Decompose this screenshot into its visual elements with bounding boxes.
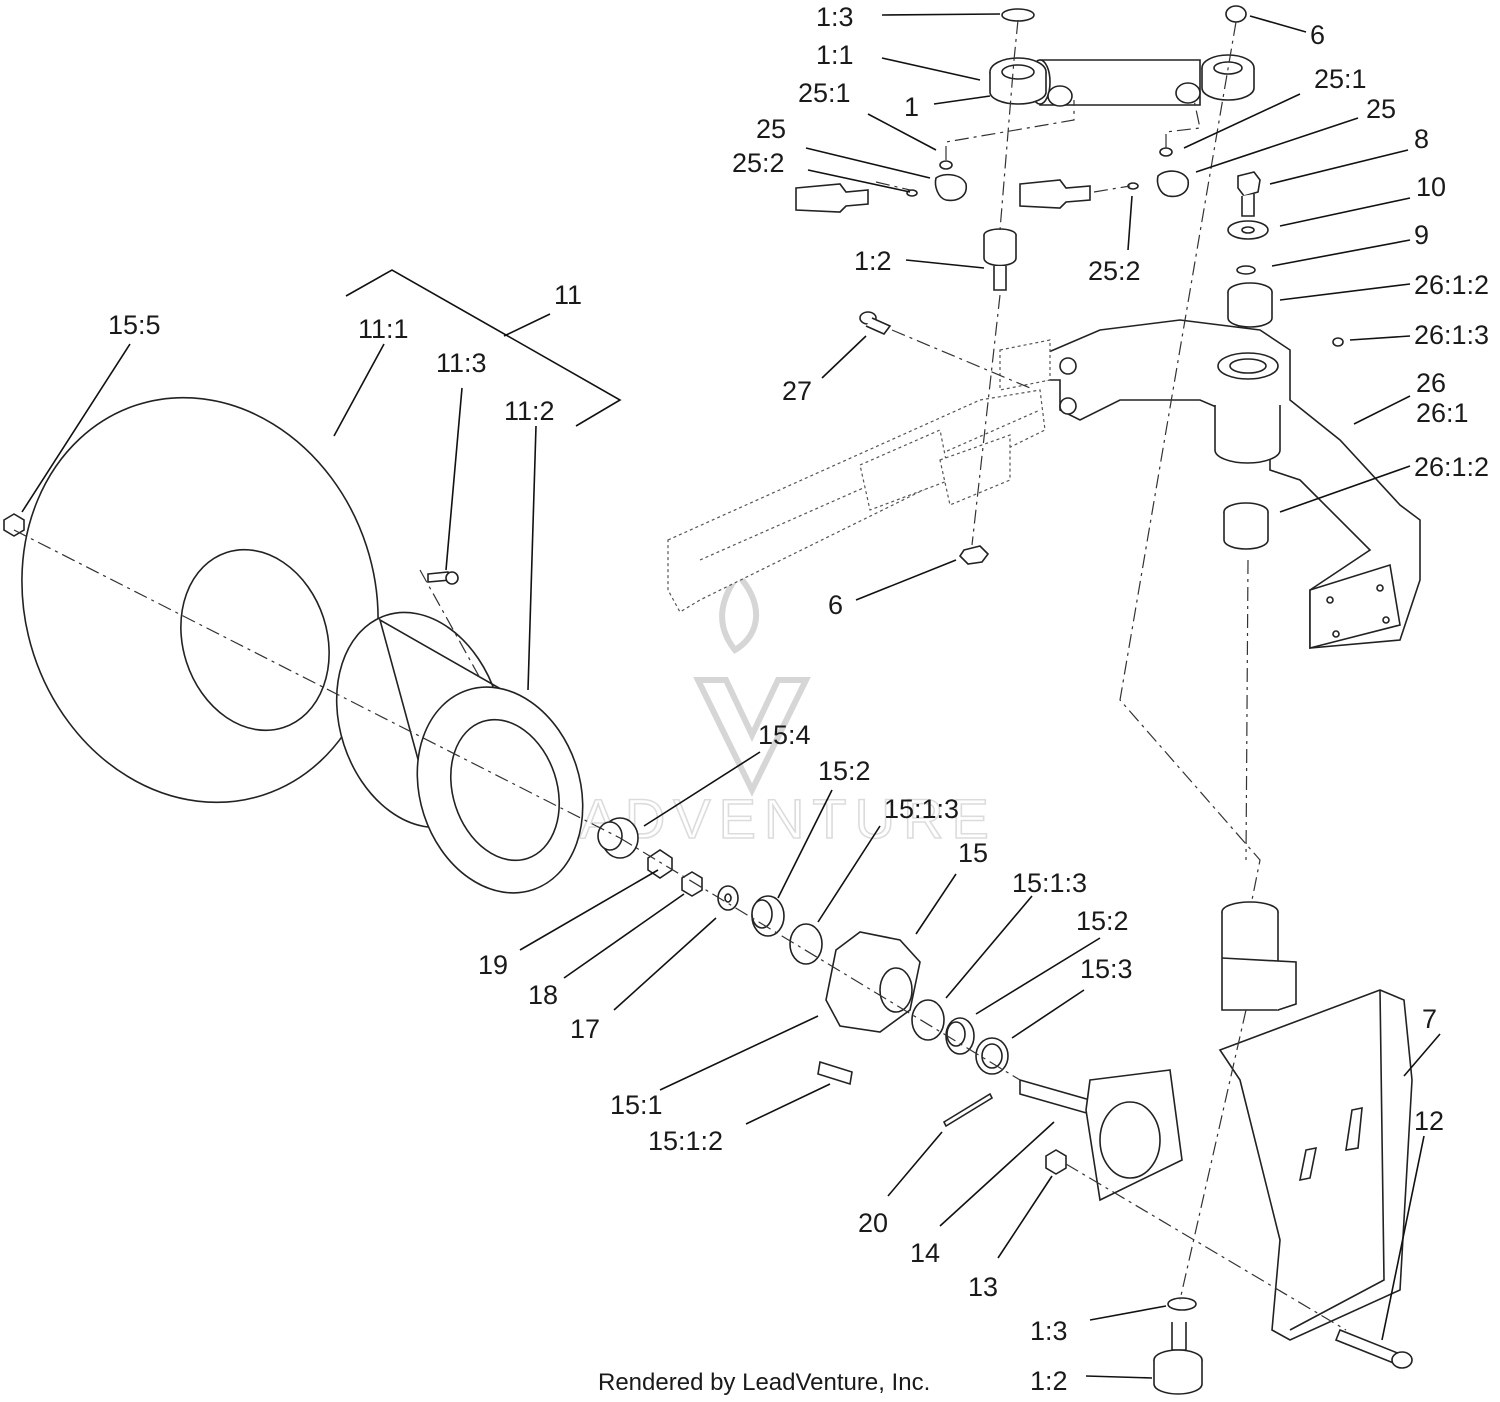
- ball-joint-top: [983, 228, 1017, 291]
- mower-frame: [667, 339, 1051, 613]
- lug-nut: [3, 513, 25, 537]
- callout-1-2-top: 1:2: [854, 246, 892, 276]
- callout-11-3: 11:3: [436, 348, 487, 378]
- bolt-8: [1237, 171, 1261, 217]
- nut-18: [681, 871, 703, 897]
- callout-25-left: 25: [756, 114, 786, 144]
- render-credit: Rendered by LeadVenture, Inc.: [598, 1369, 930, 1396]
- callout-1-1: 1:1: [816, 40, 854, 70]
- spindle-bracket: [1218, 901, 1413, 1341]
- callout-10: 10: [1416, 172, 1446, 202]
- assembly-lines: [13, 19, 1347, 1331]
- callout-25-right: 25: [1366, 94, 1396, 124]
- callout-15-5: 15:5: [108, 310, 161, 340]
- nut-top: [1225, 5, 1247, 23]
- callout-15: 15: [958, 838, 988, 868]
- tire: [21, 396, 379, 804]
- callout-1-3-bottom: 1:3: [1030, 1316, 1068, 1346]
- callout-15-1-3-left: 15:1:3: [884, 794, 959, 824]
- bolt-27: [859, 311, 892, 335]
- bearing-cup-outer: [789, 923, 823, 965]
- callout-25-2-left: 25:2: [732, 148, 785, 178]
- callout-15-1: 15:1: [610, 1090, 663, 1120]
- callout-25-2-right: 25:2: [1088, 256, 1141, 286]
- callout-15-1-2: 15:1:2: [648, 1126, 723, 1156]
- callout-15-2-left: 15:2: [818, 756, 871, 786]
- callout-14: 14: [910, 1238, 940, 1268]
- seal-15-3: [975, 1037, 1009, 1075]
- callout-26-1-2-bottom: 26:1:2: [1414, 452, 1489, 482]
- wheel-hub: [825, 931, 921, 1033]
- bearing-cup-inner: [911, 999, 945, 1041]
- washer-10: [1227, 220, 1269, 240]
- rim: [335, 611, 584, 894]
- callout-8: 8: [1414, 124, 1429, 154]
- callout-6-top: 6: [1310, 20, 1325, 50]
- wheel-stud: [817, 1060, 853, 1086]
- spindle-14: [1019, 1069, 1183, 1202]
- callout-26-1-3: 26:1:3: [1414, 320, 1489, 350]
- roller-bearing-inner: [945, 1017, 975, 1055]
- hydraulic-fitting-right: [1019, 147, 1190, 209]
- snap-ring-top: [1001, 8, 1035, 22]
- callout-11-2: 11:2: [504, 396, 555, 426]
- callout-12: 12: [1414, 1106, 1444, 1136]
- callout-labels: 1:3 6 1:1 1 25:1 25 25:2 25:1 25 8 10 9 …: [108, 2, 1489, 1396]
- callout-26-1: 26:1: [1416, 398, 1469, 428]
- callout-1-3-top: 1:3: [816, 2, 854, 32]
- ball-joint-bottom: [1153, 1322, 1203, 1395]
- nut-13: [1045, 1149, 1067, 1175]
- steering-cylinder: [989, 54, 1255, 107]
- callout-27: 27: [782, 376, 812, 406]
- callout-11-1: 11:1: [358, 314, 409, 344]
- lockwasher-9: [1236, 265, 1256, 275]
- callout-26: 26: [1416, 368, 1446, 398]
- callout-15-2-right: 15:2: [1076, 906, 1129, 936]
- callout-18: 18: [528, 980, 558, 1010]
- callout-9: 9: [1414, 220, 1429, 250]
- callout-7: 7: [1422, 1004, 1437, 1034]
- callout-15-4: 15:4: [758, 720, 811, 750]
- callout-15-3: 15:3: [1080, 954, 1133, 984]
- callout-25-1-right: 25:1: [1314, 64, 1367, 94]
- callout-13: 13: [968, 1272, 998, 1302]
- bolt-12: [1334, 1328, 1413, 1369]
- snap-ring-bottom: [1167, 1297, 1197, 1311]
- bushing-lower: [1223, 502, 1269, 550]
- front-axle: [1028, 319, 1421, 650]
- bearing-cone: [597, 817, 639, 859]
- valve-stem: [427, 571, 459, 585]
- callout-25-1-left: 25:1: [798, 78, 851, 108]
- bushing-upper: [1227, 282, 1273, 328]
- grease-fitting: [1332, 337, 1344, 347]
- callout-1: 1: [904, 92, 919, 122]
- watermark-logo: [693, 570, 811, 797]
- washer-17: [717, 885, 739, 911]
- callout-20: 20: [858, 1208, 888, 1238]
- callout-11: 11: [554, 280, 582, 310]
- cotter-pin: [942, 1092, 994, 1128]
- callout-17: 17: [570, 1014, 600, 1044]
- callout-6-mid: 6: [828, 590, 843, 620]
- hydraulic-fitting-left: [795, 160, 968, 213]
- nut-mid: [958, 545, 990, 565]
- leader-lines: [21, 13, 1441, 1379]
- roller-bearing-outer: [751, 895, 785, 937]
- callout-26-1-2-top: 26:1:2: [1414, 270, 1489, 300]
- callout-15-1-3-right: 15:1:3: [1012, 868, 1087, 898]
- callout-1-2-bottom: 1:2: [1030, 1366, 1068, 1396]
- callout-19: 19: [478, 950, 508, 980]
